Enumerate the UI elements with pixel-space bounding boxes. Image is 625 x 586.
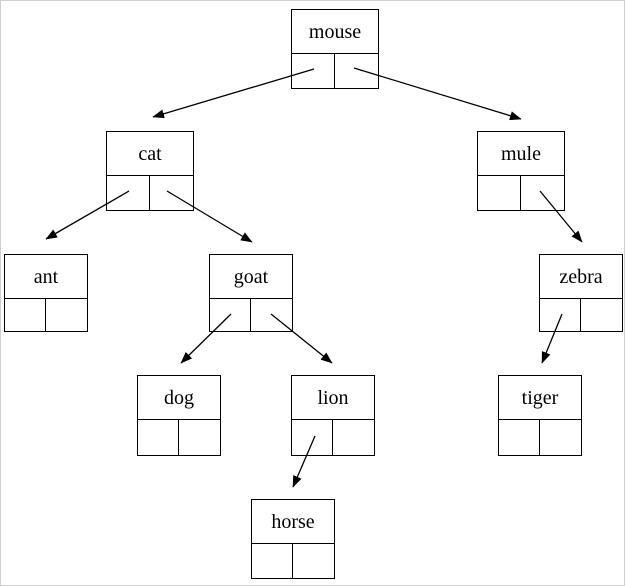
left-pointer-cell-cat — [107, 176, 150, 210]
tree-node-ant[interactable]: ant — [4, 254, 88, 332]
tree-node-tiger[interactable]: tiger — [498, 375, 582, 456]
node-pointers-cat — [107, 176, 193, 210]
left-pointer-cell-ant — [5, 299, 46, 331]
right-pointer-cell-mule — [521, 176, 564, 210]
node-pointers-goat — [210, 299, 292, 331]
left-pointer-cell-horse — [252, 544, 293, 578]
node-pointers-mouse — [292, 54, 378, 88]
node-label-cat: cat — [107, 132, 193, 176]
tree-node-mule[interactable]: mule — [477, 131, 565, 211]
node-pointers-tiger — [499, 420, 581, 455]
tree-node-lion[interactable]: lion — [291, 375, 375, 456]
tree-node-zebra[interactable]: zebra — [539, 254, 623, 332]
node-label-lion: lion — [292, 376, 374, 420]
right-pointer-cell-lion — [333, 420, 374, 455]
left-pointer-cell-goat — [210, 299, 251, 331]
right-pointer-cell-zebra — [581, 299, 622, 331]
right-pointer-cell-cat — [150, 176, 193, 210]
tree-node-goat[interactable]: goat — [209, 254, 293, 332]
node-label-goat: goat — [210, 255, 292, 299]
tree-node-horse[interactable]: horse — [251, 499, 335, 579]
node-label-zebra: zebra — [540, 255, 622, 299]
left-pointer-cell-dog — [138, 420, 179, 455]
right-pointer-cell-mouse — [335, 54, 378, 88]
node-label-dog: dog — [138, 376, 220, 420]
right-pointer-cell-goat — [251, 299, 292, 331]
edge-mouse-to-mule — [353, 67, 522, 121]
node-label-tiger: tiger — [499, 376, 581, 420]
right-pointer-cell-dog — [179, 420, 220, 455]
node-pointers-ant — [5, 299, 87, 331]
node-pointers-horse — [252, 544, 334, 578]
node-label-horse: horse — [252, 500, 334, 544]
tree-node-mouse[interactable]: mouse — [291, 9, 379, 89]
right-pointer-cell-horse — [293, 544, 334, 578]
left-pointer-cell-lion — [292, 420, 333, 455]
tree-node-cat[interactable]: cat — [106, 131, 194, 211]
left-pointer-cell-mouse — [292, 54, 335, 88]
node-label-mouse: mouse — [292, 10, 378, 54]
node-label-mule: mule — [478, 132, 564, 176]
node-pointers-zebra — [540, 299, 622, 331]
left-pointer-cell-zebra — [540, 299, 581, 331]
left-pointer-cell-tiger — [499, 420, 540, 455]
node-pointers-lion — [292, 420, 374, 455]
tree-node-dog[interactable]: dog — [137, 375, 221, 456]
right-pointer-cell-ant — [46, 299, 87, 331]
node-label-ant: ant — [5, 255, 87, 299]
right-pointer-cell-tiger — [540, 420, 581, 455]
edge-mouse-to-cat — [152, 68, 315, 119]
left-pointer-cell-mule — [478, 176, 521, 210]
node-pointers-dog — [138, 420, 220, 455]
node-pointers-mule — [478, 176, 564, 210]
